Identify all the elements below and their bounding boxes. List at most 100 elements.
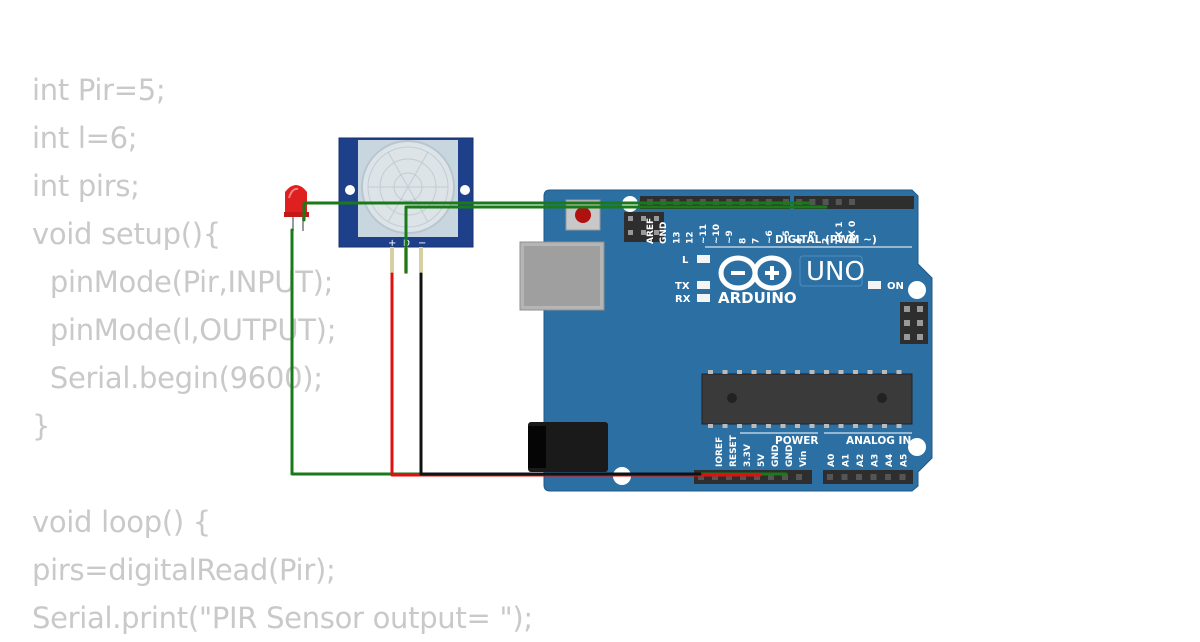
chip-leg [824, 370, 829, 374]
chip-leg [809, 370, 815, 374]
chip-leg [780, 370, 786, 374]
chip-leg [882, 424, 887, 428]
led-tx-label: TX [675, 281, 690, 292]
reset-button-cap[interactable] [575, 207, 591, 223]
code-line: void loop() { [32, 505, 211, 539]
code-line: pinMode(Pir,INPUT); [32, 265, 334, 299]
chip-leg [780, 424, 786, 428]
arduino-logo [718, 255, 792, 291]
power-jack-front [528, 426, 546, 468]
wire-led-to-pin6[interactable] [302, 201, 812, 222]
analog-pin-label: A2 [856, 454, 866, 467]
led-rx-label: RX [675, 294, 691, 305]
analog-pin-hole [841, 474, 848, 480]
mounting-hole [908, 281, 926, 299]
chip-pins [708, 370, 902, 428]
led-tx: TX [675, 281, 710, 292]
chip-leg [722, 424, 728, 428]
wire-pir-out-to-pin5[interactable] [404, 205, 828, 274]
digital-pin-hole [835, 199, 842, 205]
digital-pin-label: ~11 [699, 224, 709, 244]
digital-pin-label: GND [659, 222, 669, 244]
analog-pin-hole [856, 474, 862, 480]
code-listing: int Pir=5;int l=6;int pirs;void setup(){… [32, 66, 533, 642]
led-rx: RX [675, 294, 710, 305]
power-pin-hole [782, 474, 788, 480]
digital-pin-label: AREF [646, 218, 656, 244]
analog-pin-label: A4 [885, 454, 895, 467]
digital-pin-label: ~9 [725, 230, 735, 244]
uno-label: UNO [806, 257, 865, 287]
power-pin-hole [712, 474, 718, 480]
analog-pin-label: A1 [842, 454, 852, 467]
code-line: pirs=digitalRead(Pir); [32, 553, 336, 587]
digital-pin-label: 7 [752, 238, 762, 244]
chip-leg [795, 370, 800, 374]
chip-leg [853, 424, 858, 428]
led-l-label: L [682, 255, 689, 266]
pir-pin-minus-label: − [418, 238, 426, 249]
code-line: } [32, 409, 51, 443]
digital-pin-label: 13 [672, 231, 682, 244]
atmega-chip [701, 373, 913, 425]
code-line: int l=6; [32, 121, 138, 155]
digital-pin-label: ~3 [808, 230, 818, 244]
digital-pin-label: TX 1 [835, 222, 845, 244]
chip-leg [896, 424, 902, 428]
pir-pin-minus [419, 247, 423, 274]
chip-leg [838, 370, 844, 374]
digital-pin-hole [822, 199, 829, 205]
analog-pin-hole [870, 474, 877, 480]
chip-leg [809, 424, 815, 428]
pir-sensor[interactable]: + D − [338, 137, 474, 274]
arduino-brand-label: ARDUINO [718, 289, 797, 307]
led-l: L [682, 255, 710, 266]
chip-leg [882, 370, 887, 374]
led-leg [302, 215, 304, 231]
led-on-label: ON [887, 281, 904, 292]
chip-leg [824, 424, 829, 428]
chip-leg [853, 370, 858, 374]
red-led[interactable] [284, 185, 309, 231]
chip-leg [751, 370, 757, 374]
led-leg [292, 215, 294, 231]
digital-pin-label: ~6 [765, 230, 775, 244]
icsp-header-right [900, 302, 928, 344]
code-line: int Pir=5; [32, 73, 166, 107]
code-line: pinMode(l,OUTPUT); [32, 313, 337, 347]
chip-leg [795, 424, 800, 428]
pir-pin-plus [390, 247, 394, 274]
bottom-pin-holes [698, 474, 906, 480]
digital-pin-label: 4 [795, 238, 805, 244]
icsp-header [624, 212, 664, 242]
digital-pin-label: 12 [686, 231, 696, 244]
chip-leg [867, 370, 873, 374]
analog-pin-hole [899, 474, 906, 480]
digital-pin-label: 8 [738, 238, 748, 244]
power-pin-hole [796, 474, 802, 480]
wire-pir-gnd-to-gnd[interactable] [419, 272, 702, 476]
chip-leg [737, 370, 742, 374]
code-line: Serial.begin(9600); [32, 361, 323, 395]
chip-leg [766, 424, 771, 428]
chip-leg [737, 424, 742, 428]
power-pin-hole [740, 474, 746, 480]
analog-pin-label: A5 [900, 454, 910, 467]
power-pin-label: 5V [757, 454, 767, 467]
analog-pin-label: A3 [871, 454, 881, 467]
power-pin-hole [698, 474, 704, 480]
digital-pin-label: 2 [822, 238, 832, 244]
chip-leg [708, 370, 713, 374]
analog-header-label: ANALOG IN [846, 435, 911, 447]
chip-leg [722, 370, 728, 374]
pir-lens-hexgrid [367, 146, 449, 228]
code-line: void setup(){ [32, 217, 221, 251]
digital-pin-label: RX 0 [848, 221, 858, 244]
chip-leg [708, 424, 713, 428]
power-pin-hole [754, 474, 760, 480]
wires [290, 201, 828, 477]
chip-leg [867, 424, 873, 428]
